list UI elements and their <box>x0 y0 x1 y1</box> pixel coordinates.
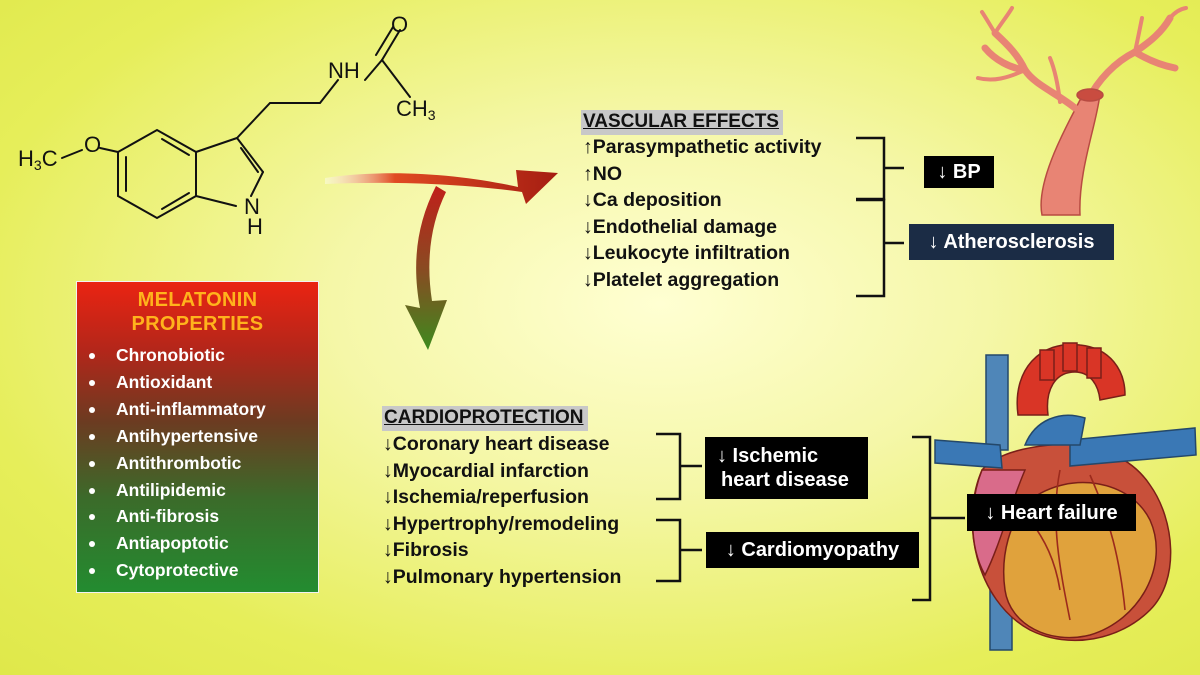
vascular-item: ↓Leukocyte infiltration <box>583 242 790 264</box>
cardioprotection-list: ↓Coronary heart disease ↓Myocardial infa… <box>383 431 621 590</box>
property-item: Antiapoptotic <box>89 530 318 557</box>
vascular-item: ↑NO <box>583 162 622 185</box>
melatonin-properties-box: MELATONIN PROPERTIES Chronobiotic Antiox… <box>76 281 319 593</box>
vascular-item: ↑Parasympathetic activity <box>583 136 822 158</box>
ischemic-line2: heart disease <box>721 469 849 491</box>
cardio-item: ↓Coronary heart disease <box>383 433 610 455</box>
methyl-label: CH3 <box>396 96 436 123</box>
property-item: Chronobiotic <box>89 342 318 369</box>
methoxy-label: H3C <box>18 146 58 173</box>
properties-title-line2: PROPERTIES <box>131 313 264 335</box>
curved-arrow-down-icon <box>405 186 447 350</box>
properties-title: MELATONIN PROPERTIES <box>77 288 318 336</box>
athero-bracket <box>856 198 886 298</box>
property-item: Anti-fibrosis <box>89 503 318 530</box>
cardio-item: ↓Ischemia/reperfusion <box>383 486 589 508</box>
properties-list: Chronobiotic Antioxidant Anti-inflammato… <box>77 342 318 584</box>
property-item: Antilipidemic <box>89 477 318 504</box>
property-item: Anti-inflammatory <box>89 396 318 423</box>
cardio-item: ↓Fibrosis <box>383 539 469 561</box>
vascular-item: ↓Platelet aggregation <box>583 268 780 291</box>
cardio-item: ↓Myocardial infarction <box>383 459 589 482</box>
property-item: Cytoprotective <box>89 557 318 584</box>
cardio-item: ↓Hypertrophy/remodeling <box>383 512 620 535</box>
curved-arrow-right-icon <box>325 170 558 204</box>
indole-n-label: N <box>244 194 260 219</box>
oxygen-label: O <box>84 132 102 157</box>
cardio-item: ↓Pulmonary hypertension <box>383 565 622 588</box>
vascular-item: ↓Endothelial damage <box>583 215 777 238</box>
indole-h-label: H <box>247 214 263 239</box>
property-item: Antithrombotic <box>89 450 318 477</box>
atherosclerosis-outcome-box: ↓ Atherosclerosis <box>909 224 1114 260</box>
cardiomyopathy-box: ↓ Cardiomyopathy <box>706 532 919 568</box>
ischemic-line1: ↓ Ischemic <box>717 445 819 467</box>
cardioprotection-header: CARDIOPROTECTION <box>382 406 588 431</box>
heart-failure-box: ↓ Heart failure <box>967 494 1136 531</box>
ischemic-heart-disease-box: ↓ Ischemic heart disease <box>705 437 868 499</box>
property-item: Antihypertensive <box>89 423 318 450</box>
bp-outcome-box: ↓ BP <box>924 156 994 188</box>
vascular-item: ↓Ca deposition <box>583 189 722 211</box>
amide-nh-label: NH <box>328 58 360 83</box>
property-item: Antioxidant <box>89 369 318 396</box>
carbonyl-o-label: O <box>391 12 409 37</box>
vascular-effects-list: ↑Parasympathetic activity ↑NO ↓Ca deposi… <box>583 134 821 293</box>
properties-title-line1: MELATONIN <box>137 289 258 311</box>
vascular-effects-header: VASCULAR EFFECTS <box>581 110 783 135</box>
